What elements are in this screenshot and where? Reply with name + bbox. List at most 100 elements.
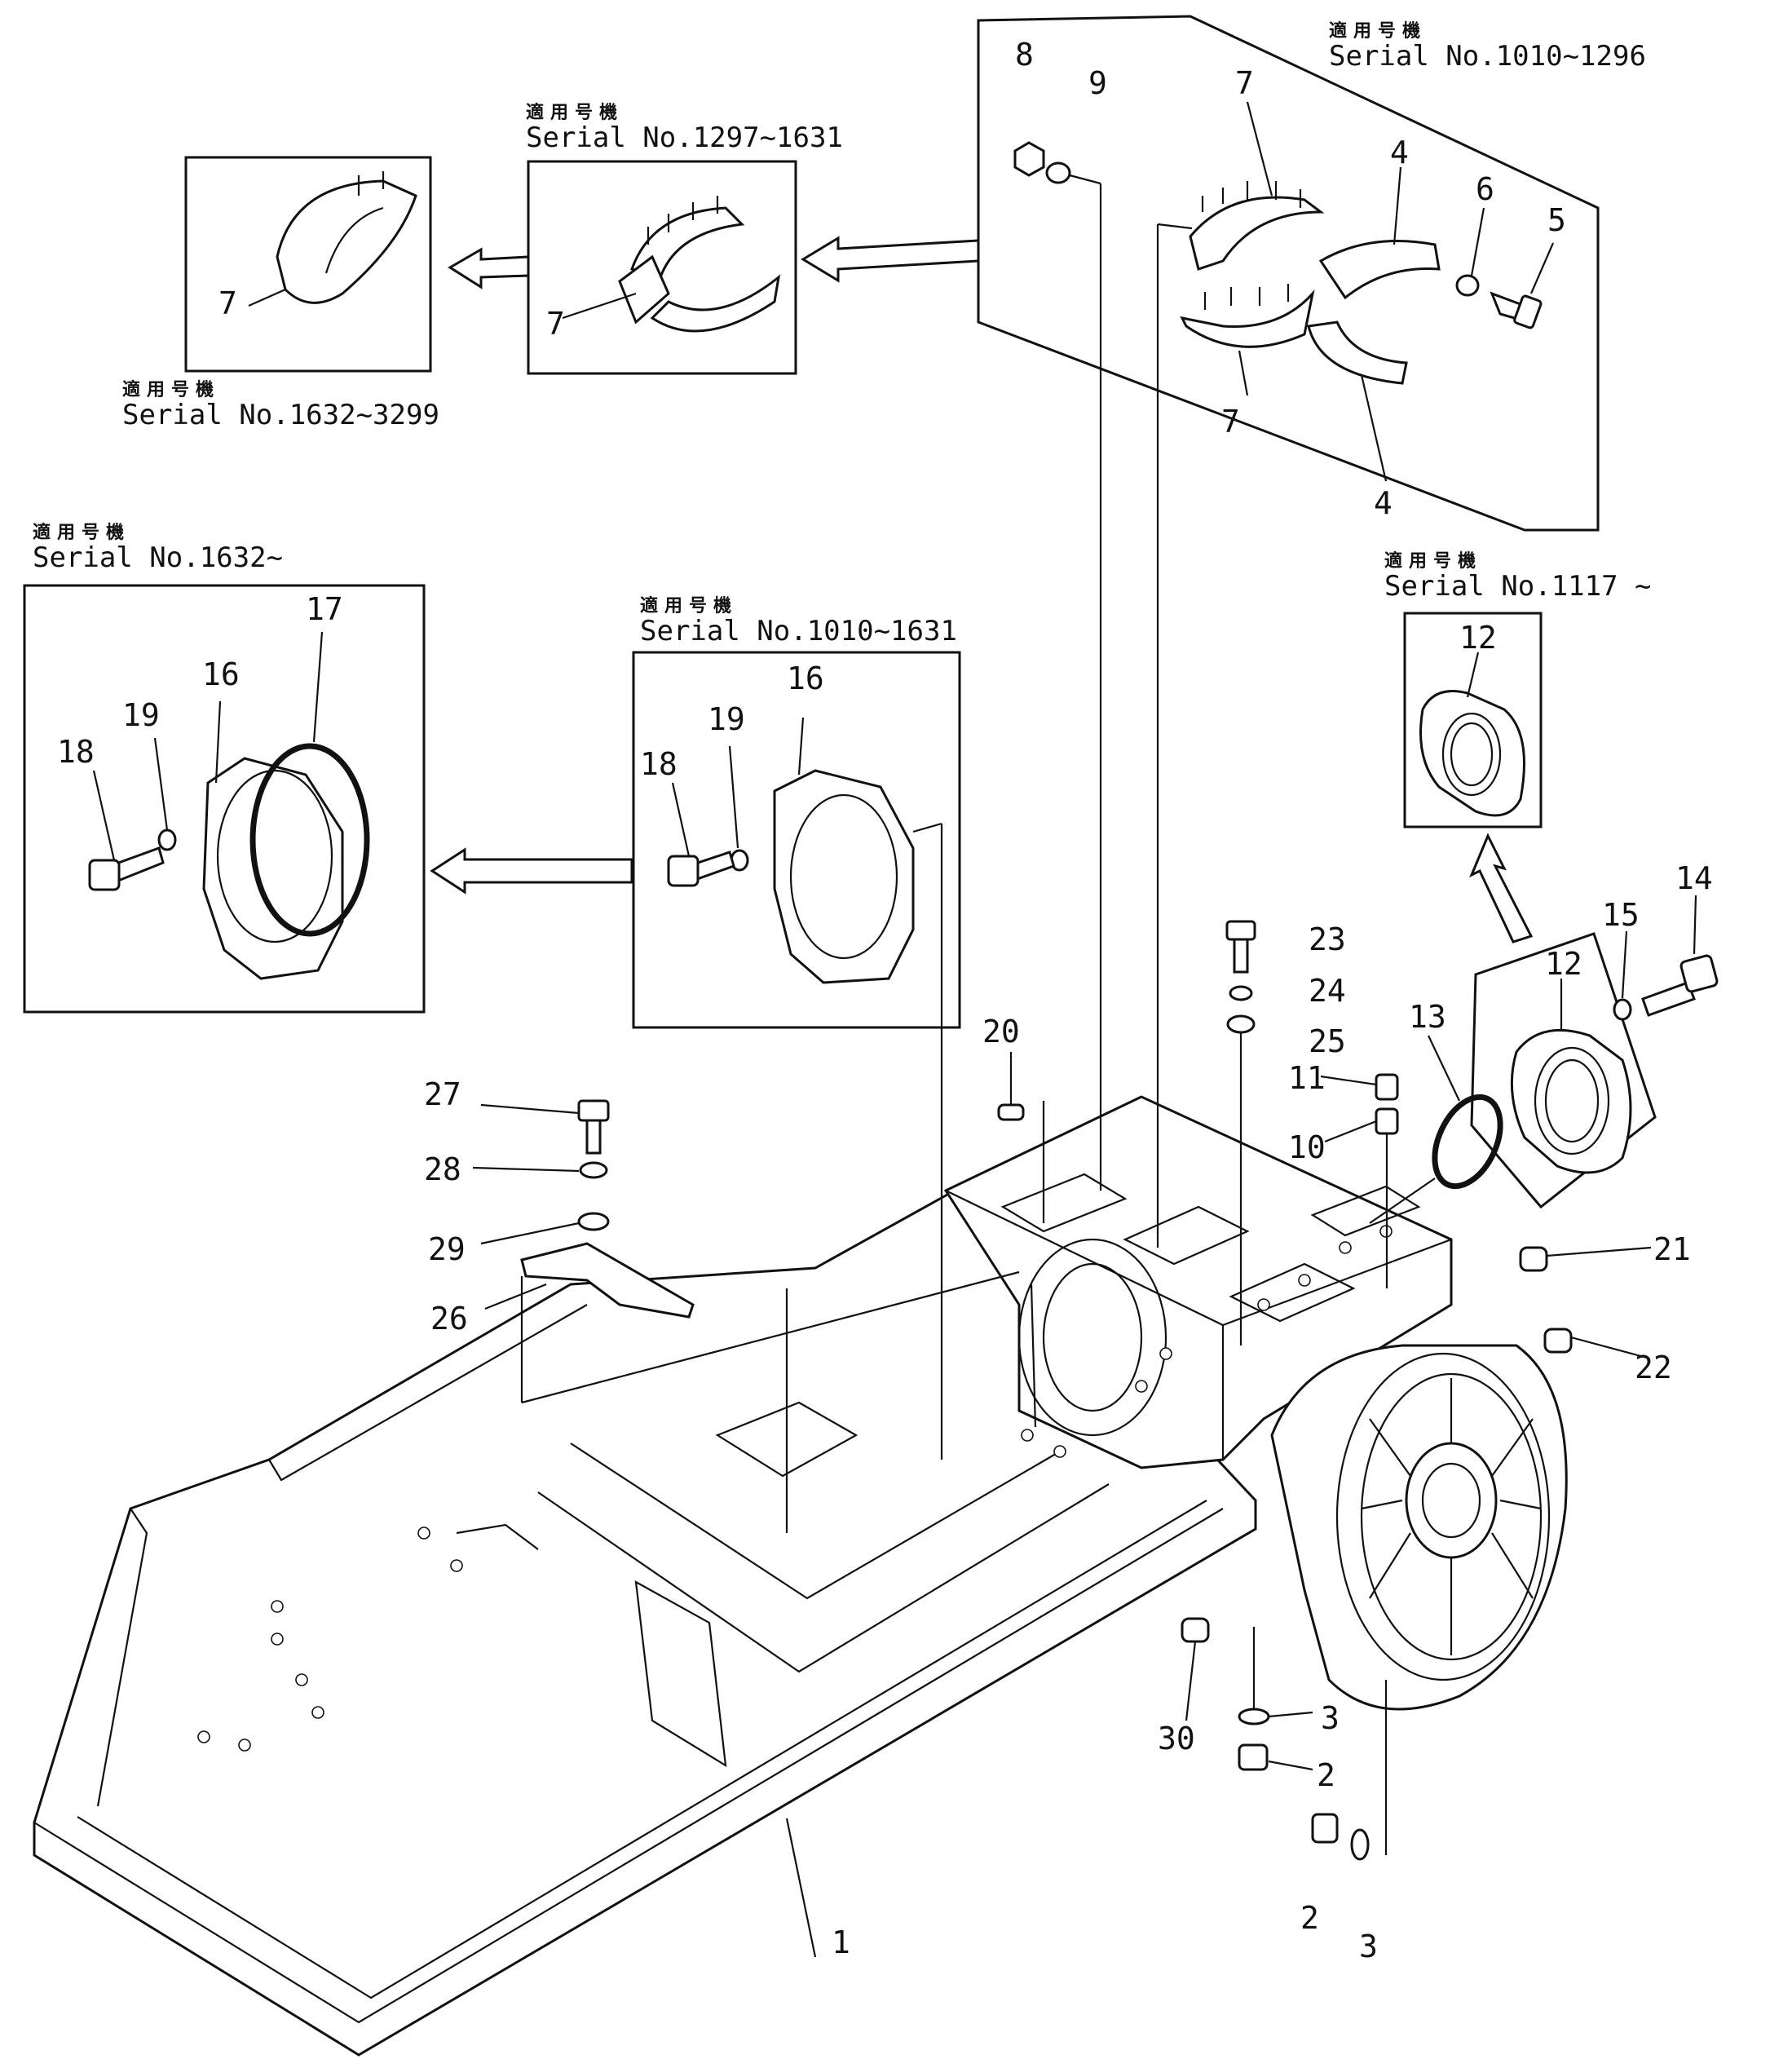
- bolt-head: [1225, 920, 1256, 941]
- callout-16: 16: [202, 656, 240, 692]
- callout-24: 24: [1309, 973, 1346, 1009]
- inset-top-right: 適用号機 Serial No.1010~1296: [977, 15, 1646, 532]
- washer-part: [1229, 985, 1253, 1001]
- oring-part: [1238, 1708, 1270, 1725]
- retainer-single: [276, 179, 417, 304]
- callout-6: 6: [1476, 171, 1494, 207]
- callout-labels: 1 2 2 3 3 4 4 5 6 7 7 7 7 8 9 10 11 12 1…: [57, 37, 1713, 1964]
- callout-22: 22: [1635, 1350, 1672, 1385]
- inset-serial-caption: Serial No.1010~1631: [640, 615, 957, 647]
- callout-2: 2: [1300, 1900, 1319, 1936]
- small-parts: [472, 920, 1652, 1958]
- callout-27: 27: [424, 1076, 461, 1112]
- callout-16: 16: [787, 661, 824, 696]
- retainer-half-upper: [630, 206, 745, 279]
- inset-mid-left: 適用号機 Serial No.1632~: [23, 522, 426, 1014]
- flange-plate-part: [1510, 1028, 1632, 1174]
- plug-part: [1181, 1617, 1210, 1643]
- retainer-half-lower: [1180, 289, 1315, 348]
- retainer-wedge: [618, 254, 670, 325]
- bolt-part: [1641, 981, 1696, 1017]
- fitting-part: [1375, 1107, 1399, 1135]
- callout-21: 21: [1653, 1231, 1691, 1267]
- bolt-part: [1233, 938, 1249, 974]
- callout-2: 2: [1317, 1757, 1335, 1793]
- callout-18: 18: [57, 734, 95, 770]
- bolt-head: [667, 855, 700, 887]
- flange-plate-part: [1419, 690, 1525, 817]
- washer-part: [579, 1161, 608, 1179]
- main-frame: [33, 1095, 1568, 2057]
- callout-10: 10: [1288, 1129, 1326, 1165]
- callout-13: 13: [1409, 999, 1446, 1035]
- guide-lines: [520, 174, 1436, 1533]
- callout-7: 7: [1221, 404, 1240, 440]
- callout-23: 23: [1309, 921, 1346, 957]
- washer-part: [157, 828, 177, 851]
- cover-plate-part: [773, 769, 915, 984]
- inset-jp-caption: 適用号機: [33, 522, 130, 543]
- callout-28: 28: [424, 1151, 461, 1187]
- plug-part: [1519, 1246, 1548, 1272]
- inset-serial-caption: Serial No.1297~1631: [526, 122, 843, 154]
- callout-19: 19: [122, 697, 160, 733]
- callout-7: 7: [218, 285, 237, 321]
- callout-30: 30: [1158, 1721, 1195, 1756]
- callout-12: 12: [1545, 946, 1582, 982]
- inset-serial-caption: Serial No.1632~3299: [122, 399, 439, 431]
- oring-part: [1350, 1828, 1370, 1861]
- inset-jp-caption: 適用号機: [1384, 550, 1482, 572]
- callout-20: 20: [982, 1014, 1020, 1049]
- callout-3: 3: [1359, 1929, 1378, 1964]
- bolt-head: [1679, 954, 1719, 993]
- pin-part: [997, 1103, 1025, 1121]
- callout-29: 29: [428, 1231, 466, 1267]
- washer-part: [1613, 998, 1632, 1021]
- callout-3: 3: [1321, 1700, 1340, 1736]
- inset-jp-caption: 適用号機: [122, 379, 220, 400]
- cover-plate-part: [202, 757, 344, 980]
- nut-part: [1013, 141, 1045, 177]
- seal-plate-upper: [1318, 240, 1441, 300]
- callout-7: 7: [1235, 65, 1254, 101]
- flange-group: [1428, 895, 1719, 1209]
- bolt-part: [585, 1119, 602, 1155]
- retainer-half-lower: [650, 274, 781, 333]
- washer-part: [1455, 274, 1480, 297]
- callout-15: 15: [1602, 897, 1640, 933]
- drain-plug-part: [1238, 1743, 1269, 1771]
- seal-plate-lower: [1307, 320, 1408, 385]
- callout-18: 18: [640, 746, 678, 782]
- callout-7: 7: [546, 306, 565, 342]
- arrow-up-right: [1469, 833, 1534, 943]
- inset-right: 適用号機 Serial No.1117 ~: [1384, 550, 1652, 828]
- retainer-bolts: [1201, 181, 1302, 310]
- bolt-part: [113, 846, 165, 883]
- inset-mid-center: 適用号機 Serial No.1010~1631: [632, 595, 961, 1029]
- washer-part: [1045, 161, 1071, 184]
- inset-serial-caption: Serial No.1117 ~: [1384, 570, 1652, 603]
- callout-19: 19: [708, 701, 745, 737]
- inset-jp-caption: 適用号機: [640, 595, 738, 616]
- callout-14: 14: [1675, 860, 1713, 896]
- inset-top-middle: 適用号機 Serial No.1297~1631: [526, 102, 843, 375]
- plug-part: [1543, 1328, 1573, 1354]
- fitting-part: [1375, 1073, 1399, 1101]
- inset-serial-caption: Serial No.1632~: [33, 541, 283, 574]
- drain-plug-part: [1311, 1813, 1339, 1844]
- bracket-part: [520, 1242, 695, 1319]
- bolt-head: [577, 1099, 610, 1122]
- arrow-left-top-2: [448, 247, 530, 289]
- bolt-head: [1513, 294, 1543, 329]
- callout-5: 5: [1547, 202, 1566, 238]
- callout-12: 12: [1459, 620, 1497, 656]
- callout-9: 9: [1088, 65, 1107, 101]
- callout-4: 4: [1374, 485, 1393, 521]
- final-drive-housing: [1270, 1344, 1568, 1711]
- arrow-left-mid: [430, 847, 633, 895]
- inset-jp-caption: 適用号機: [1329, 20, 1427, 42]
- retainer-half-upper: [1189, 196, 1325, 271]
- callout-26: 26: [430, 1301, 468, 1337]
- washer-part: [1226, 1014, 1256, 1034]
